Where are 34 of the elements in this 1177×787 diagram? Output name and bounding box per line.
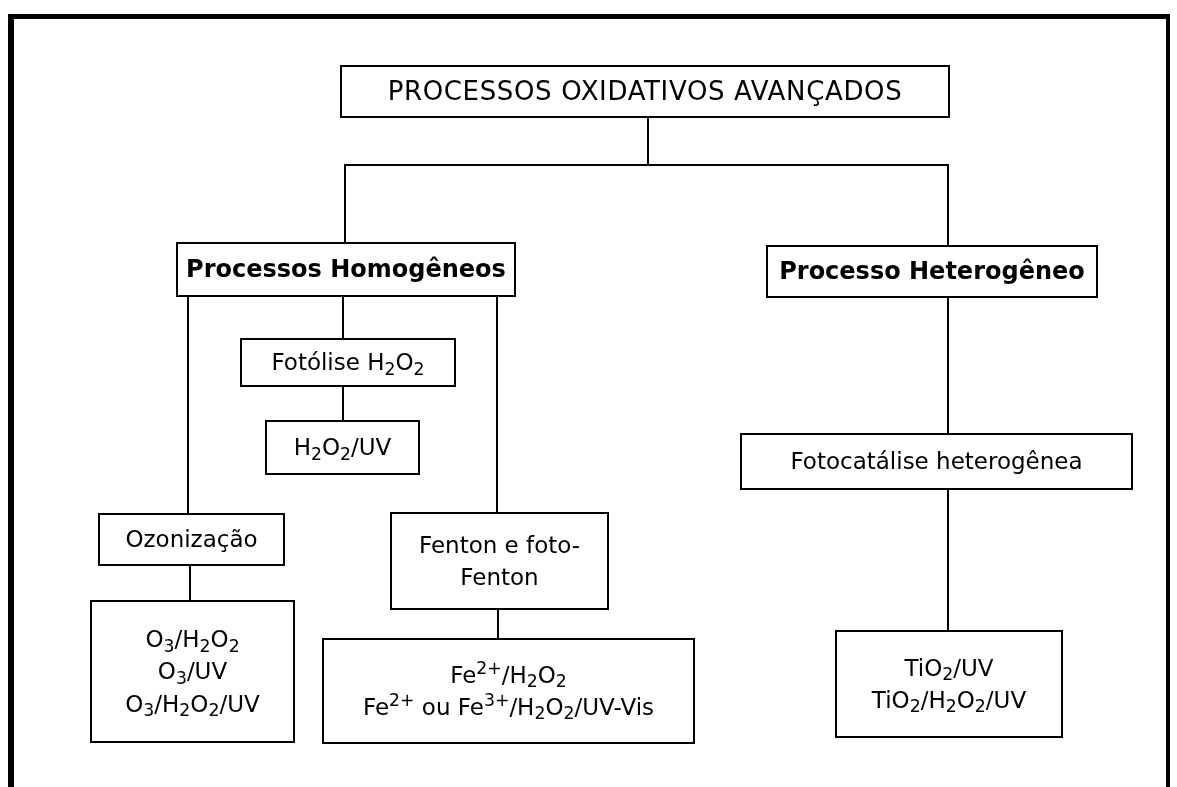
process-box [766,245,1098,298]
connector-line [496,296,498,513]
connector-line [497,609,499,639]
process-box [390,512,609,610]
connector-line [342,296,344,339]
box-text: O$_{3}$/H$_{2}$O$_{2}$/UV [125,689,260,720]
process-box [90,600,295,743]
process-box [98,513,285,566]
process-box [176,242,516,297]
box-text: Fotólise H$_{2}$O$_{2}$ [271,348,425,379]
connector-line [189,565,191,601]
box-text: PROCESSOS OXIDATIVOS AVANÇADOS [387,75,903,109]
box-text: Fe$^{2+}$/H$_{2}$O$_{2}$ [450,658,567,691]
box-text: H$_{2}$O$_{2}$/UV [293,433,392,464]
process-box [340,65,950,118]
box-text: Fotocatálise heterogênea [790,447,1083,477]
box-text: O$_{3}$/H$_{2}$O$_{2}$ [145,625,240,656]
box-text: TiO$_{2}$/H$_{2}$O$_{2}$/UV [871,686,1027,717]
process-box [835,630,1063,738]
box-text: Ozonização [125,525,258,555]
box-text: Processos Homogêneos [186,253,506,285]
box-text: Fe$^{2+}$ ou Fe$^{3+}$/H$_{2}$O$_{2}$/UV-Vis [362,691,655,724]
connector-line [342,386,344,421]
process-box [265,420,420,475]
process-box [322,638,695,744]
box-text: O$_{3}$/UV [157,657,228,688]
connector-line [947,297,949,434]
connector-line [187,296,189,514]
box-text: TiO$_{2}$/UV [904,653,994,684]
process-box [740,433,1133,490]
connector-line [947,489,949,631]
process-box [240,338,456,387]
box-text: Processo Heterogêneo [779,255,1085,287]
box-text: Fenton e foto-Fenton [417,530,582,592]
